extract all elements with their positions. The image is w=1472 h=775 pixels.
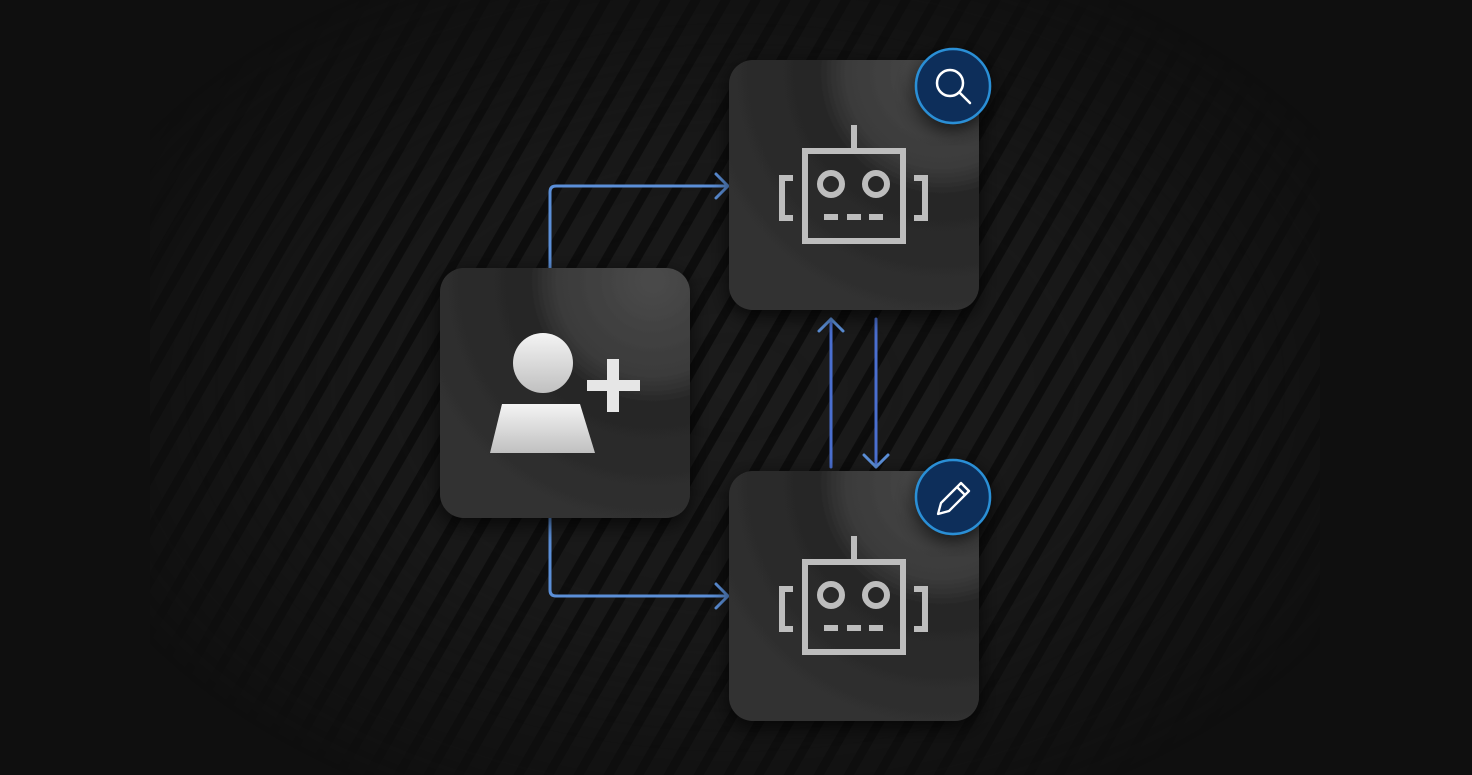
search-badge bbox=[914, 47, 992, 125]
user-node bbox=[440, 268, 690, 518]
agent-bottom-node bbox=[729, 458, 992, 721]
agent-top-node bbox=[729, 47, 992, 310]
arrowhead-icon bbox=[714, 582, 730, 610]
user-plus-icon bbox=[490, 333, 640, 453]
pencil-icon bbox=[936, 481, 971, 516]
edge-user-to-agent-bottom bbox=[548, 516, 729, 598]
search-icon bbox=[935, 68, 972, 105]
arrowhead-icon bbox=[862, 453, 890, 469]
arrowhead-icon bbox=[817, 317, 845, 333]
arrowhead-icon bbox=[714, 172, 730, 200]
pencil-badge bbox=[914, 458, 992, 536]
edge-user-to-agent-top bbox=[548, 184, 729, 270]
